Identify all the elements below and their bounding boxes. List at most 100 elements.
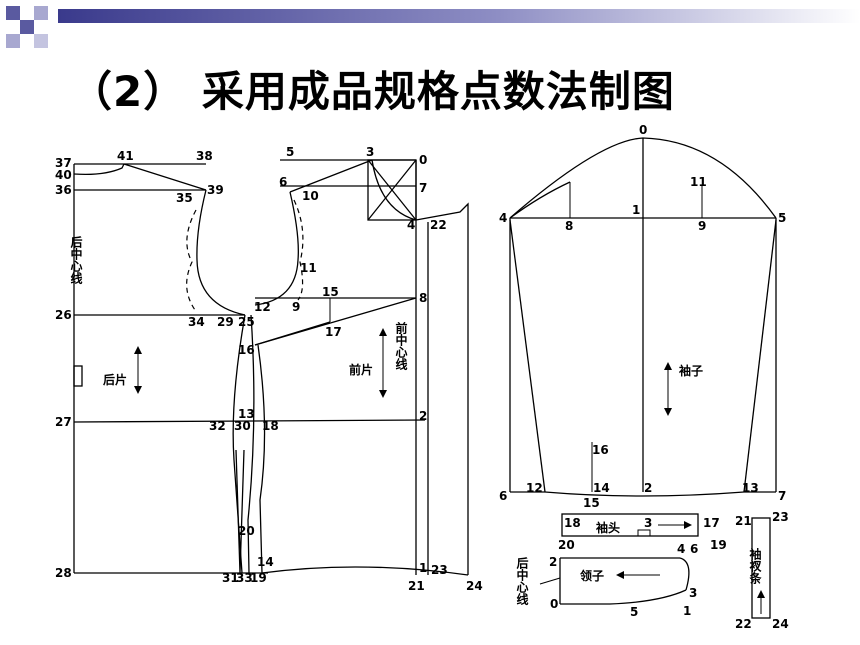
point-label: 14 bbox=[257, 555, 274, 569]
grain-arrow-icon bbox=[134, 346, 142, 394]
point-label: 5 bbox=[286, 145, 294, 159]
point-label: 39 bbox=[207, 183, 224, 197]
point-label: 20 bbox=[238, 524, 255, 538]
point-label: 0 bbox=[419, 153, 427, 167]
point-label: 32 bbox=[209, 419, 226, 433]
front-panel-labels: 5 3 0 6 10 7 4 22 11 9 12 15 8 16 17 13 … bbox=[238, 145, 483, 593]
point-label: 21 bbox=[408, 579, 425, 593]
deco-square bbox=[34, 6, 48, 20]
back-center-line-label: 后中心线 bbox=[69, 235, 83, 285]
point-label: 14 bbox=[593, 481, 610, 495]
point-label: 8 bbox=[419, 291, 427, 305]
point-label: 20 bbox=[558, 538, 575, 552]
point-label: 18 bbox=[262, 419, 279, 433]
point-label: 0 bbox=[639, 123, 647, 137]
body-draft bbox=[73, 159, 469, 576]
point-label: 40 bbox=[55, 168, 72, 182]
point-label: 34 bbox=[188, 315, 205, 329]
point-label: 17 bbox=[325, 325, 342, 339]
point-label: 6 bbox=[279, 175, 287, 189]
point-label: 10 bbox=[302, 189, 319, 203]
point-label: 2 bbox=[644, 481, 652, 495]
point-label: 24 bbox=[772, 617, 789, 631]
point-label: 38 bbox=[196, 149, 213, 163]
deco-square bbox=[6, 6, 20, 20]
point-label: 25 bbox=[238, 315, 255, 329]
point-label: 4 bbox=[677, 542, 685, 556]
point-label: 2 bbox=[549, 555, 557, 569]
point-label: 1 bbox=[683, 604, 691, 618]
point-label: 16 bbox=[592, 443, 609, 457]
point-label: 30 bbox=[234, 419, 251, 433]
point-label: 21 bbox=[735, 514, 752, 528]
title-gradient-bar bbox=[58, 9, 860, 23]
point-label: 22 bbox=[430, 218, 447, 232]
point-label: 2 bbox=[419, 409, 427, 423]
point-label: 4 bbox=[499, 211, 507, 225]
point-label: 41 bbox=[117, 149, 134, 163]
point-label: 12 bbox=[526, 481, 543, 495]
point-label: 36 bbox=[55, 183, 72, 197]
point-label: 33 bbox=[236, 571, 253, 585]
point-label: 28 bbox=[55, 566, 72, 580]
point-label: 22 bbox=[735, 617, 752, 631]
point-label: 9 bbox=[292, 300, 300, 314]
cuff-piece-label: 袖头 bbox=[596, 520, 620, 535]
deco-square bbox=[34, 34, 48, 48]
point-label: 19 bbox=[710, 538, 727, 552]
point-label: 15 bbox=[322, 285, 339, 299]
point-label: 26 bbox=[55, 308, 72, 322]
placket-piece-label: 袖衩条 bbox=[748, 547, 762, 585]
point-label: 16 bbox=[238, 343, 255, 357]
point-label: 0 bbox=[550, 597, 558, 611]
point-label: 17 bbox=[703, 516, 720, 530]
back-panel-labels: 37 40 41 38 36 39 35 26 34 29 25 27 32 3… bbox=[55, 149, 267, 585]
point-label: 31 bbox=[222, 571, 239, 585]
cuff-draft: 18 3 17 20 19 袖头 bbox=[558, 513, 727, 552]
point-label: 6 bbox=[690, 542, 698, 556]
point-label: 4 bbox=[407, 218, 415, 232]
grain-arrow-icon bbox=[379, 328, 387, 398]
point-label: 7 bbox=[778, 489, 786, 503]
front-piece-label: 前片 bbox=[349, 362, 373, 377]
point-label: 8 bbox=[565, 219, 573, 233]
point-label: 3 bbox=[689, 586, 697, 600]
point-label: 5 bbox=[630, 605, 638, 619]
point-label: 12 bbox=[254, 300, 271, 314]
point-label: 7 bbox=[419, 181, 427, 195]
title-decoration bbox=[6, 6, 860, 48]
point-label: 5 bbox=[778, 211, 786, 225]
sleeve-piece-label: 袖子 bbox=[679, 363, 703, 378]
placket-draft: 21 23 22 24 袖衩条 bbox=[735, 510, 789, 631]
point-label: 37 bbox=[55, 156, 72, 170]
point-label: 18 bbox=[564, 516, 581, 530]
point-label: 13 bbox=[238, 407, 255, 421]
point-label: 1 bbox=[632, 203, 640, 217]
point-label: 35 bbox=[176, 191, 193, 205]
back-piece-label: 后片 bbox=[103, 372, 127, 387]
point-label: 19 bbox=[250, 571, 267, 585]
point-label: 15 bbox=[583, 496, 600, 510]
point-label: 29 bbox=[217, 315, 234, 329]
point-label: 24 bbox=[466, 579, 483, 593]
sleeve-labels: 0 11 4 8 1 9 5 16 6 12 14 2 13 7 15 袖子 bbox=[499, 123, 786, 510]
point-label: 9 bbox=[698, 219, 706, 233]
point-label: 23 bbox=[431, 563, 448, 577]
point-label: 1 bbox=[419, 561, 427, 575]
point-label: 11 bbox=[690, 175, 707, 189]
sleeve-draft bbox=[509, 137, 777, 497]
point-label: 6 bbox=[499, 489, 507, 503]
point-label: 23 bbox=[772, 510, 789, 524]
point-label: 27 bbox=[55, 415, 72, 429]
slide-title: （2） 采用成品规格点数法制图 bbox=[70, 67, 675, 116]
point-label: 11 bbox=[300, 261, 317, 275]
collar-piece-label: 领子 bbox=[580, 568, 604, 583]
point-label: 3 bbox=[644, 516, 652, 530]
deco-square bbox=[6, 34, 20, 48]
collar-center-line-label: 后中心线 bbox=[515, 556, 529, 606]
point-label: 3 bbox=[366, 145, 374, 159]
front-center-line-label: 前中心线 bbox=[394, 321, 408, 371]
grain-arrow-icon bbox=[664, 362, 672, 416]
